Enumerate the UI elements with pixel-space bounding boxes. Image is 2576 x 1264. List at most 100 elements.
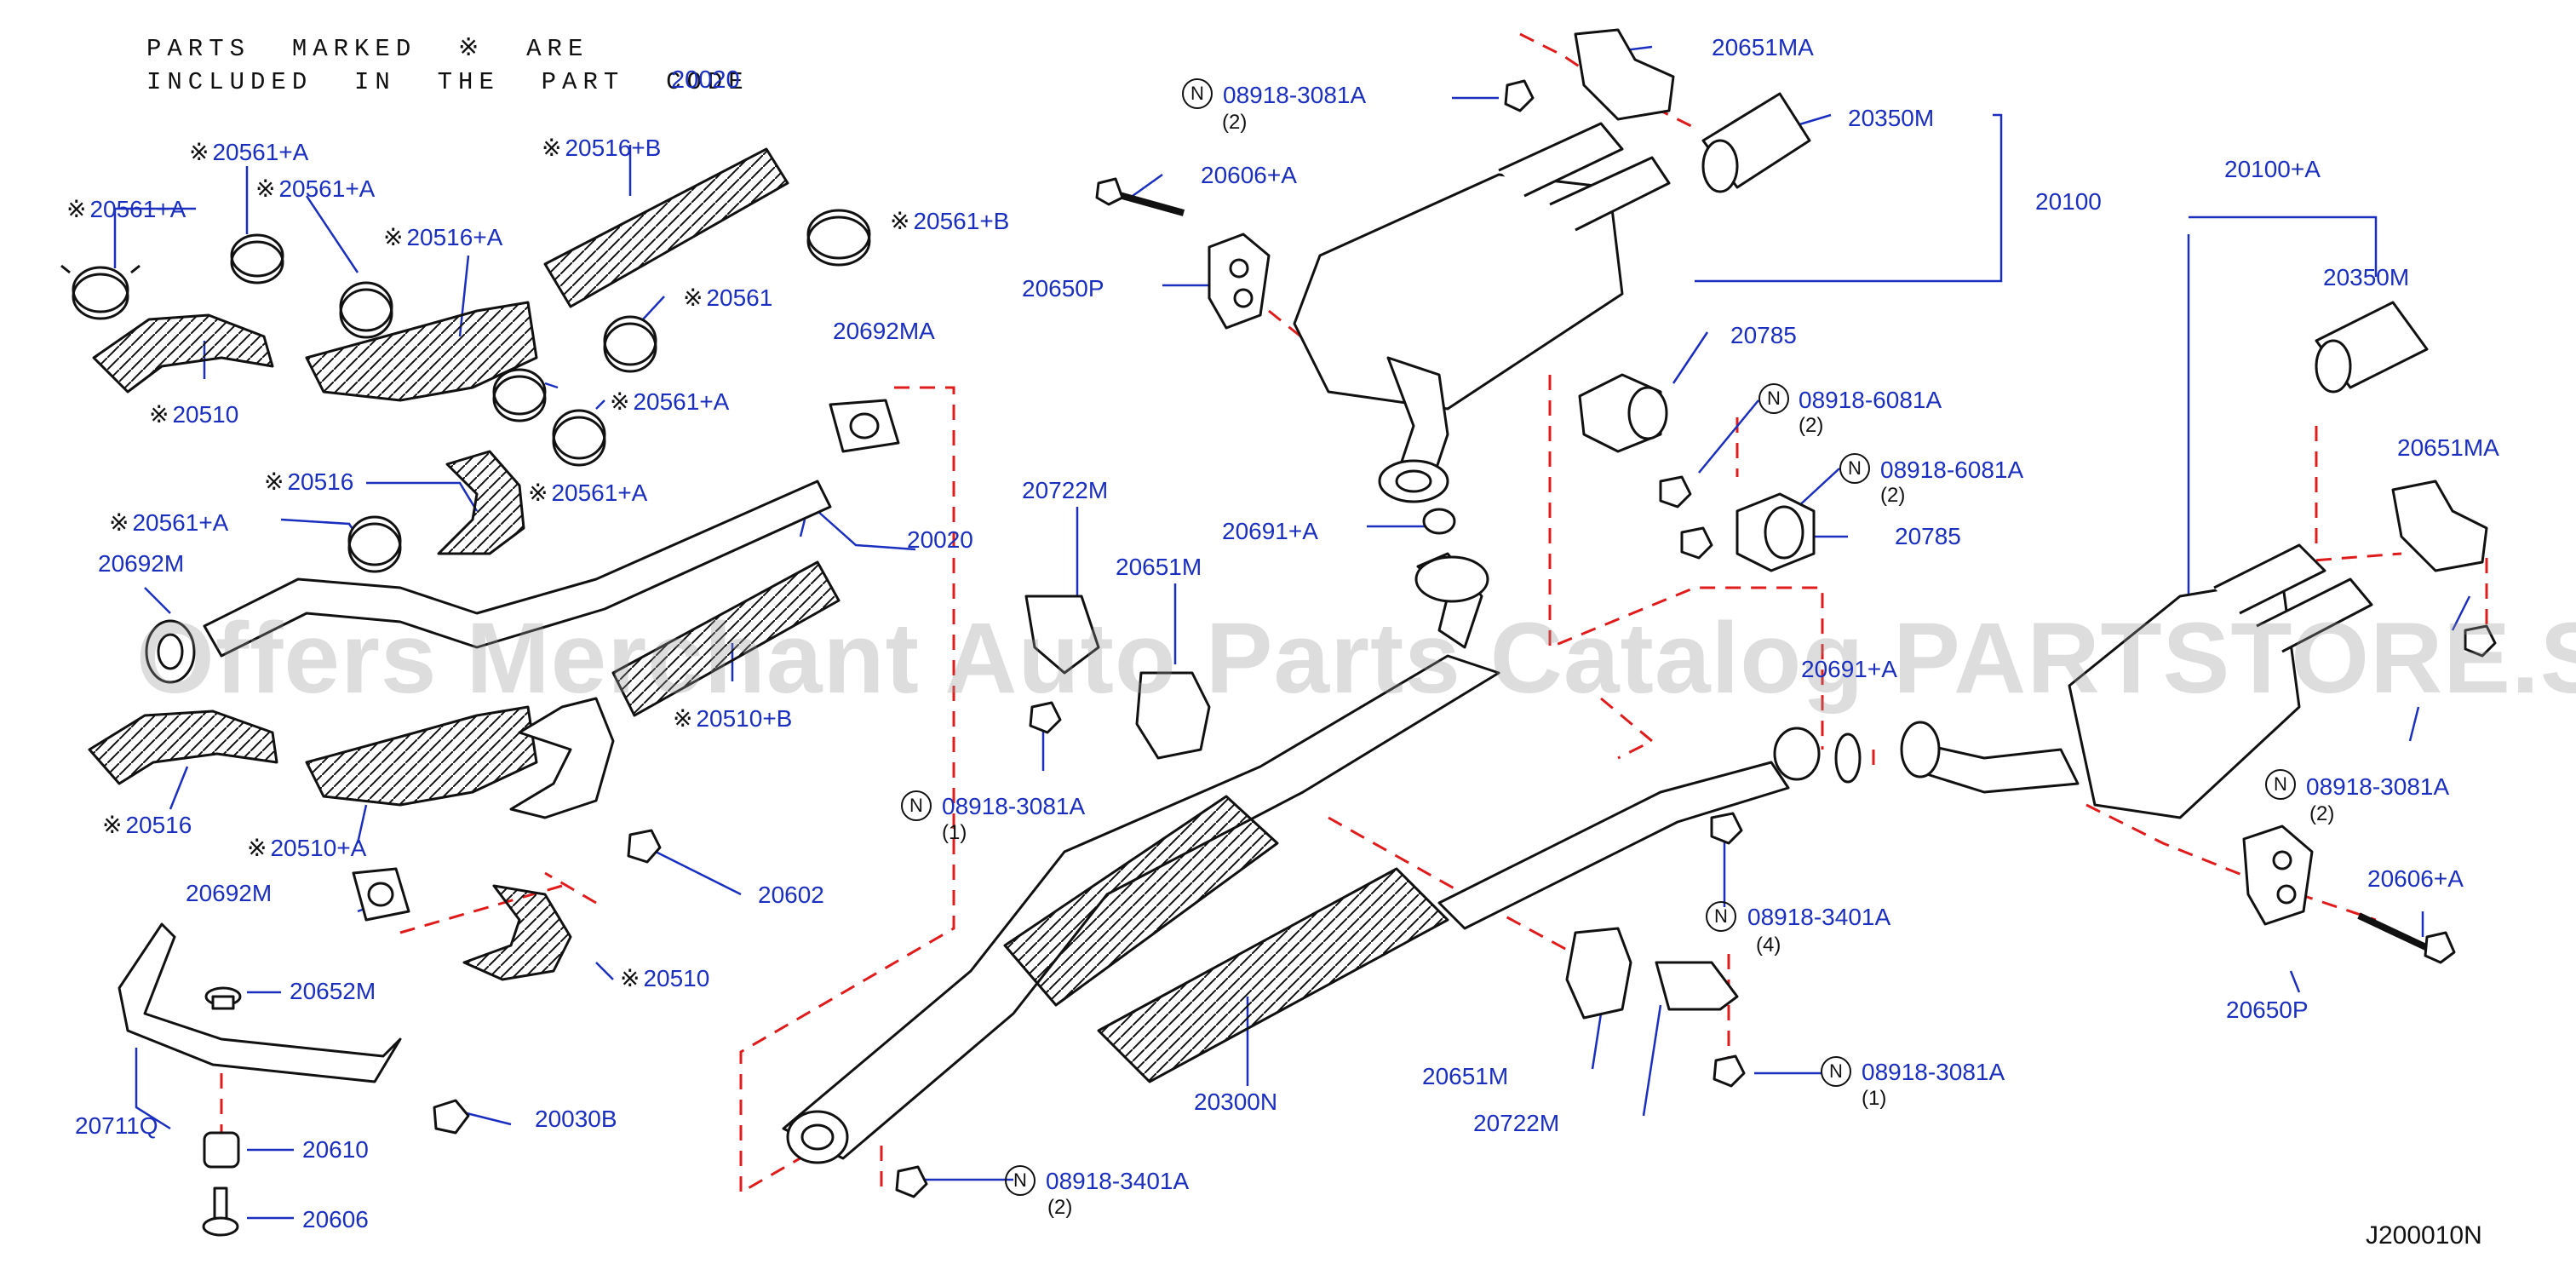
- included-mark-icon: ※: [620, 965, 640, 991]
- part-label-20785-2[interactable]: 20785: [1895, 523, 1961, 549]
- insulator-20651m-1: [1135, 671, 1211, 760]
- part-label-20561a-2[interactable]: ※20561+A: [189, 139, 309, 165]
- included-mark-icon: ※: [255, 175, 276, 202]
- part-label-08918-3401a-1[interactable]: 08918-3401A: [1747, 904, 1891, 930]
- part-label-20100[interactable]: 20100: [2035, 188, 2102, 215]
- part-label-08918-6081a-1[interactable]: 08918-6081A: [1799, 387, 1942, 413]
- part-label-20602[interactable]: 20602: [758, 882, 824, 908]
- included-mark-icon: ※: [683, 284, 703, 311]
- part-label-20030b[interactable]: 20030B: [535, 1106, 617, 1132]
- included-mark-icon: ※: [528, 480, 548, 506]
- part-label-20691a-1[interactable]: 20691+A: [1222, 518, 1318, 544]
- part-label-20711q[interactable]: 20711Q: [75, 1112, 158, 1139]
- part-label-20300n[interactable]: 20300N: [1194, 1089, 1278, 1115]
- tailpipes-20100a: [2213, 543, 2373, 653]
- part-label-08918-3401a-2[interactable]: 08918-3401A: [1046, 1168, 1190, 1194]
- nut-badge-icon: N: [901, 790, 932, 821]
- part-label-20510-1[interactable]: ※20510: [149, 401, 239, 428]
- part-label-20610[interactable]: 20610: [302, 1136, 369, 1163]
- part-label-20561a-3[interactable]: ※20561+A: [255, 175, 376, 202]
- cat-converter-20516a: [305, 301, 538, 402]
- part-label-20692m-1[interactable]: 20692M: [98, 550, 185, 577]
- part-label-20650p-1[interactable]: 20650P: [1022, 275, 1104, 302]
- part-label-20651m-1[interactable]: 20651M: [1116, 554, 1202, 580]
- qty-08918-3081a-1: (2): [1222, 111, 1248, 134]
- nut-badge-icon: N: [1182, 78, 1213, 109]
- part-label-20651ma-2[interactable]: 20651MA: [2397, 434, 2499, 461]
- clamp-20561a-6: [347, 515, 402, 573]
- part-label-20020[interactable]: 20020: [907, 526, 973, 553]
- part-label-20510a[interactable]: ※20510+A: [247, 835, 367, 861]
- part-label-20692m-2[interactable]: 20692M: [186, 880, 273, 906]
- part-label-20785-1[interactable]: 20785: [1730, 322, 1797, 348]
- insulator-20610: [203, 1131, 240, 1169]
- flex-pipe-20510-2: [462, 884, 572, 981]
- part-label-08918-3081a-2[interactable]: 08918-3081A: [942, 793, 1086, 819]
- nut-20030b: [433, 1099, 470, 1135]
- part-label-20651ma-1[interactable]: 20651MA: [1712, 34, 1814, 60]
- qty-08918-3081a-4: (2): [2309, 802, 2335, 825]
- part-label-20516-2[interactable]: ※20516: [102, 812, 192, 838]
- part-label-20650p-2[interactable]: 20650P: [2226, 997, 2309, 1023]
- gasket-20692m-1: [145, 619, 196, 684]
- tip-20350m-1-end: [1701, 139, 1739, 193]
- part-label-20516-1[interactable]: ※20516: [264, 468, 354, 495]
- part-label-20561a-5[interactable]: ※20561+A: [528, 480, 648, 506]
- part-label-20510b[interactable]: ※20510+B: [673, 705, 793, 732]
- included-mark-icon: ※: [383, 224, 404, 250]
- part-label-20652m[interactable]: 20652M: [290, 978, 376, 1004]
- nut-08918-3401a-1: [1710, 812, 1743, 845]
- flange-rear-right: [1773, 727, 1821, 781]
- part-label-20561[interactable]: ※20561: [683, 284, 773, 311]
- grommet-20652m: [204, 986, 242, 1010]
- center-muffler-2: [1097, 867, 1449, 1083]
- part-label-20510-2[interactable]: ※20510: [620, 965, 710, 991]
- part-label-20651m-2[interactable]: 20651M: [1422, 1063, 1509, 1089]
- qty-08918-3081a-2: (1): [942, 821, 967, 844]
- nut-20602: [627, 829, 662, 864]
- insulator-20650p-2: [2242, 824, 2314, 926]
- part-label-20350m-2[interactable]: 20350M: [2323, 264, 2410, 290]
- part-label-20561a-4[interactable]: ※20561+A: [610, 388, 730, 415]
- part-label-20606a-1[interactable]: 20606+A: [1201, 162, 1297, 188]
- insulator-20785-1: [1578, 373, 1668, 453]
- rear-pipe-right: [1437, 761, 1790, 930]
- included-mark-icon: ※: [109, 509, 129, 536]
- part-label-20606a-2[interactable]: 20606+A: [2367, 865, 2464, 892]
- nut-badge-icon: N: [1758, 383, 1789, 414]
- part-label-20606[interactable]: 20606: [302, 1206, 369, 1232]
- nut-badge-icon: N: [2265, 769, 2296, 800]
- qty-08918-6081a-1: (2): [1799, 414, 1824, 437]
- insulator-20650p-1: [1208, 233, 1271, 330]
- part-label-08918-3081a-4[interactable]: 08918-3081A: [2306, 773, 2450, 800]
- part-label-20350m-1[interactable]: 20350M: [1848, 105, 1935, 131]
- included-mark-icon: ※: [890, 208, 910, 234]
- part-label-20561a-1[interactable]: ※20561+A: [66, 196, 186, 222]
- included-mark-icon: ※: [247, 835, 267, 861]
- part-label-20516b[interactable]: ※20516+B: [542, 135, 662, 161]
- watermark-text: Offers Merchant Auto Parts Catalog PARTS…: [136, 602, 2576, 715]
- part-label-08918-3081a-3[interactable]: 08918-3081A: [1862, 1059, 2005, 1085]
- part-label-20722m-1[interactable]: 20722M: [1022, 477, 1109, 503]
- bracket-20722m-1: [1024, 595, 1100, 675]
- nut-08918-3081a-3: [1713, 1054, 1746, 1088]
- part-label-20516a[interactable]: ※20516+A: [383, 224, 503, 250]
- bolt-20606: [202, 1186, 239, 1237]
- part-label-20561b[interactable]: ※20561+B: [890, 208, 1010, 234]
- nut-08918-6081a-1: [1659, 475, 1692, 508]
- part-label-08918-6081a-2[interactable]: 08918-6081A: [1880, 457, 2024, 483]
- center-pipe-20300n: [782, 654, 1500, 1160]
- part-label-20100a[interactable]: 20100+A: [2224, 156, 2321, 182]
- nut-08918-3081a-1: [1504, 79, 1535, 112]
- bolt-20606a-1: [1095, 177, 1185, 216]
- part-label-08918-3081a-1[interactable]: 08918-3081A: [1223, 82, 1367, 108]
- part-label-20692ma[interactable]: 20692MA: [833, 318, 935, 344]
- bracket-20711q: [118, 922, 402, 1083]
- cat-converter-20510a: [305, 705, 538, 807]
- part-label-20561a-6[interactable]: ※20561+A: [109, 509, 229, 536]
- part-label-20691a-2[interactable]: 20691+A: [1801, 656, 1897, 682]
- part-label-20722m-2[interactable]: 20722M: [1473, 1110, 1560, 1136]
- qty-08918-3401a-2: (2): [1047, 1196, 1073, 1219]
- included-mark-icon: ※: [673, 705, 693, 732]
